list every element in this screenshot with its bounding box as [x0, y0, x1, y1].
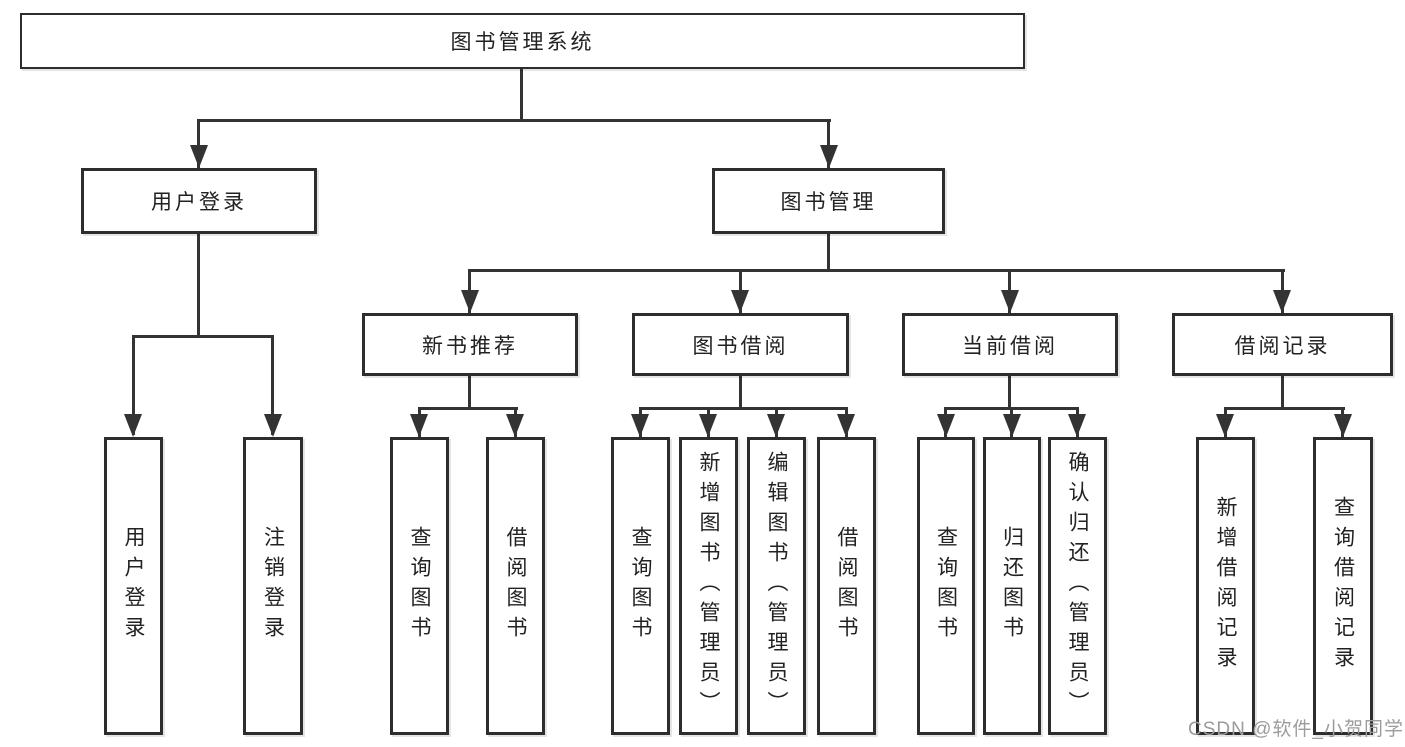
node-label: 图书借阅 — [692, 334, 789, 358]
arrowhead-down-icon — [937, 414, 955, 437]
arrowhead-down-icon — [410, 414, 428, 437]
leaf-label: 注销登录 — [261, 526, 285, 646]
node-book-borrowing: 图书借阅 — [632, 313, 849, 376]
leaf-logout: 注销登录 — [243, 437, 303, 735]
arrowhead-down-icon — [731, 290, 749, 313]
arrowhead-down-icon — [506, 414, 524, 437]
leaf-label: 用户登录 — [122, 526, 145, 646]
arrowhead-down-icon — [1001, 290, 1019, 313]
leaf-label: 确认归还（管理员） — [1066, 451, 1089, 721]
arrowhead-down-icon — [767, 414, 785, 437]
arrowhead-down-icon — [699, 414, 717, 437]
node-label: 当前借阅 — [962, 334, 1058, 358]
node-library-management-system: 图书管理系统 — [20, 13, 1025, 69]
leaf-borrow-books: 借阅图书 — [817, 437, 876, 735]
node-borrowing-records: 借阅记录 — [1172, 313, 1393, 376]
leaf-query-borrow-record: 查询借阅记录 — [1313, 437, 1373, 735]
leaf-label: 归还图书 — [1000, 526, 1024, 646]
connector-hline — [197, 119, 831, 122]
connector-vline — [271, 335, 274, 435]
leaf-edit-book-admin: 编辑图书（管理员） — [747, 437, 806, 735]
connector-hline — [468, 269, 1285, 272]
arrowhead-down-icon — [1068, 414, 1086, 437]
leaf-label: 借阅图书 — [835, 526, 858, 646]
csdn-watermark: CSDN @软件_小贺同学 — [1188, 719, 1404, 740]
leaf-return-book: 归还图书 — [983, 437, 1041, 735]
leaf-query-books-current: 查询图书 — [917, 437, 975, 735]
arrowhead-down-icon — [190, 145, 208, 168]
connector-vline — [1281, 376, 1284, 409]
leaf-label: 借阅图书 — [504, 526, 527, 646]
leaf-label: 新增借阅记录 — [1214, 496, 1237, 676]
arrowhead-down-icon — [124, 414, 142, 437]
leaf-query-books-borrowing: 查询图书 — [611, 437, 670, 735]
leaf-label: 查询借阅记录 — [1331, 496, 1355, 676]
arrowhead-down-icon — [820, 145, 838, 168]
arrowhead-down-icon — [1216, 414, 1234, 437]
connector-hline — [639, 407, 848, 410]
node-label: 图书管理 — [780, 191, 877, 214]
connector-hline — [418, 407, 518, 410]
connector-vline — [468, 376, 471, 409]
arrowhead-down-icon — [631, 414, 649, 437]
leaf-label: 查询图书 — [629, 526, 652, 646]
connector-vline — [827, 234, 830, 272]
connector-hline — [132, 335, 274, 338]
connector-vline — [197, 119, 200, 168]
node-user-login: 用户登录 — [81, 168, 317, 234]
node-label: 用户登录 — [151, 191, 247, 214]
connector-vline — [739, 376, 742, 409]
leaf-add-book-admin: 新增图书（管理员） — [679, 437, 738, 735]
node-label: 图书管理系统 — [450, 31, 595, 54]
leaf-query-books-recommend: 查询图书 — [390, 437, 449, 735]
node-new-book-recommendation: 新书推荐 — [362, 313, 578, 376]
node-current-borrowing: 当前借阅 — [902, 313, 1118, 376]
node-book-management: 图书管理 — [712, 168, 945, 234]
connector-hline — [1224, 407, 1345, 410]
arrowhead-down-icon — [1334, 414, 1352, 437]
leaf-label: 编辑图书（管理员） — [765, 451, 788, 721]
connector-vline — [197, 234, 200, 338]
connector-vline — [132, 335, 135, 435]
arrowhead-down-icon — [837, 414, 855, 437]
arrowhead-down-icon — [1003, 414, 1021, 437]
arrowhead-down-icon — [264, 414, 282, 437]
leaf-label: 查询图书 — [408, 526, 431, 646]
leaf-add-borrow-record: 新增借阅记录 — [1196, 437, 1255, 735]
leaf-label: 查询图书 — [934, 526, 958, 646]
leaf-borrow-books-recommend: 借阅图书 — [486, 437, 545, 735]
arrowhead-down-icon — [461, 290, 479, 313]
leaf-user-login: 用户登录 — [104, 437, 163, 735]
node-label: 借阅记录 — [1234, 334, 1331, 358]
connector-vline — [520, 69, 523, 122]
connector-vline — [1008, 376, 1011, 409]
node-label: 新书推荐 — [422, 334, 518, 358]
connector-vline — [827, 119, 830, 168]
leaf-confirm-return-admin: 确认归还（管理员） — [1048, 437, 1107, 735]
leaf-label: 新增图书（管理员） — [697, 451, 720, 721]
arrowhead-down-icon — [1273, 290, 1291, 313]
